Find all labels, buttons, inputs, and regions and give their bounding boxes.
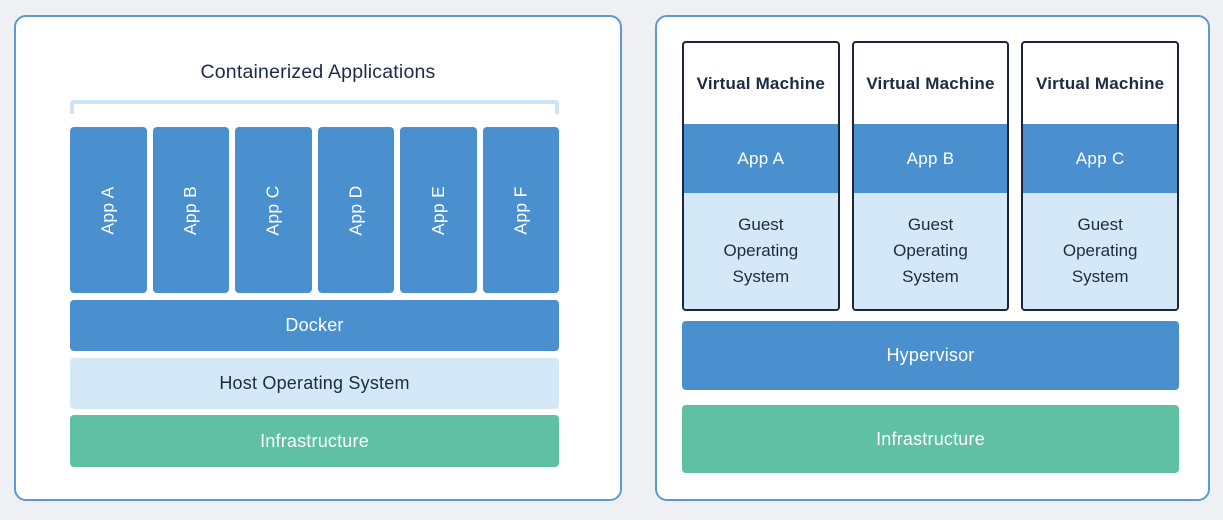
vm-box-1: Virtual Machine App A Guest Operating Sy… bbox=[682, 41, 840, 311]
infrastructure-layer-right: Infrastructure bbox=[682, 405, 1179, 473]
container-apps-row: App A App B App C App D App E App F bbox=[70, 127, 559, 293]
host-os-layer: Host Operating System bbox=[70, 358, 559, 409]
container-app-e: App E bbox=[400, 127, 477, 293]
container-app-b-label: App B bbox=[180, 185, 201, 235]
docker-layer: Docker bbox=[70, 300, 559, 351]
vm-3-title: Virtual Machine bbox=[1036, 73, 1165, 93]
infrastructure-layer-left: Infrastructure bbox=[70, 415, 559, 467]
container-app-b: App B bbox=[152, 127, 229, 293]
virtual-machines-panel: Virtual Machine App A Guest Operating Sy… bbox=[655, 15, 1210, 501]
vm-2-title: Virtual Machine bbox=[866, 73, 995, 93]
container-app-a: App A bbox=[70, 127, 147, 293]
vm-2-app-band: App B bbox=[853, 124, 1008, 193]
container-app-e-label: App E bbox=[427, 185, 448, 235]
vm-box-2: Virtual Machine App B Guest Operating Sy… bbox=[851, 41, 1010, 311]
container-app-f: App F bbox=[482, 127, 559, 293]
container-app-c: App C bbox=[235, 127, 312, 293]
containers-bracket bbox=[70, 100, 559, 114]
vm-1-guest-os: Guest Operating System bbox=[684, 193, 838, 309]
containers-panel-title: Containerized Applications bbox=[200, 61, 436, 83]
vm-3-guest-os: Guest Operating System bbox=[1023, 193, 1178, 309]
vm-1-title: Virtual Machine bbox=[696, 73, 825, 93]
vm-1-app-band: App A bbox=[684, 124, 838, 193]
vm-box-3: Virtual Machine App C Guest Operating Sy… bbox=[1021, 41, 1180, 311]
container-app-d: App D bbox=[317, 127, 394, 293]
hypervisor-layer: Hypervisor bbox=[682, 321, 1179, 390]
vm-3-app-band: App C bbox=[1023, 124, 1178, 193]
container-app-a-label: App A bbox=[97, 185, 118, 235]
container-app-d-label: App D bbox=[345, 184, 366, 236]
container-app-f-label: App F bbox=[510, 185, 531, 235]
vm-2-guest-os: Guest Operating System bbox=[853, 193, 1008, 309]
containers-panel: Containerized Applications App A App B A… bbox=[14, 15, 622, 501]
container-app-c-label: App C bbox=[262, 184, 283, 236]
vm-row: Virtual Machine App A Guest Operating Sy… bbox=[682, 41, 1180, 311]
